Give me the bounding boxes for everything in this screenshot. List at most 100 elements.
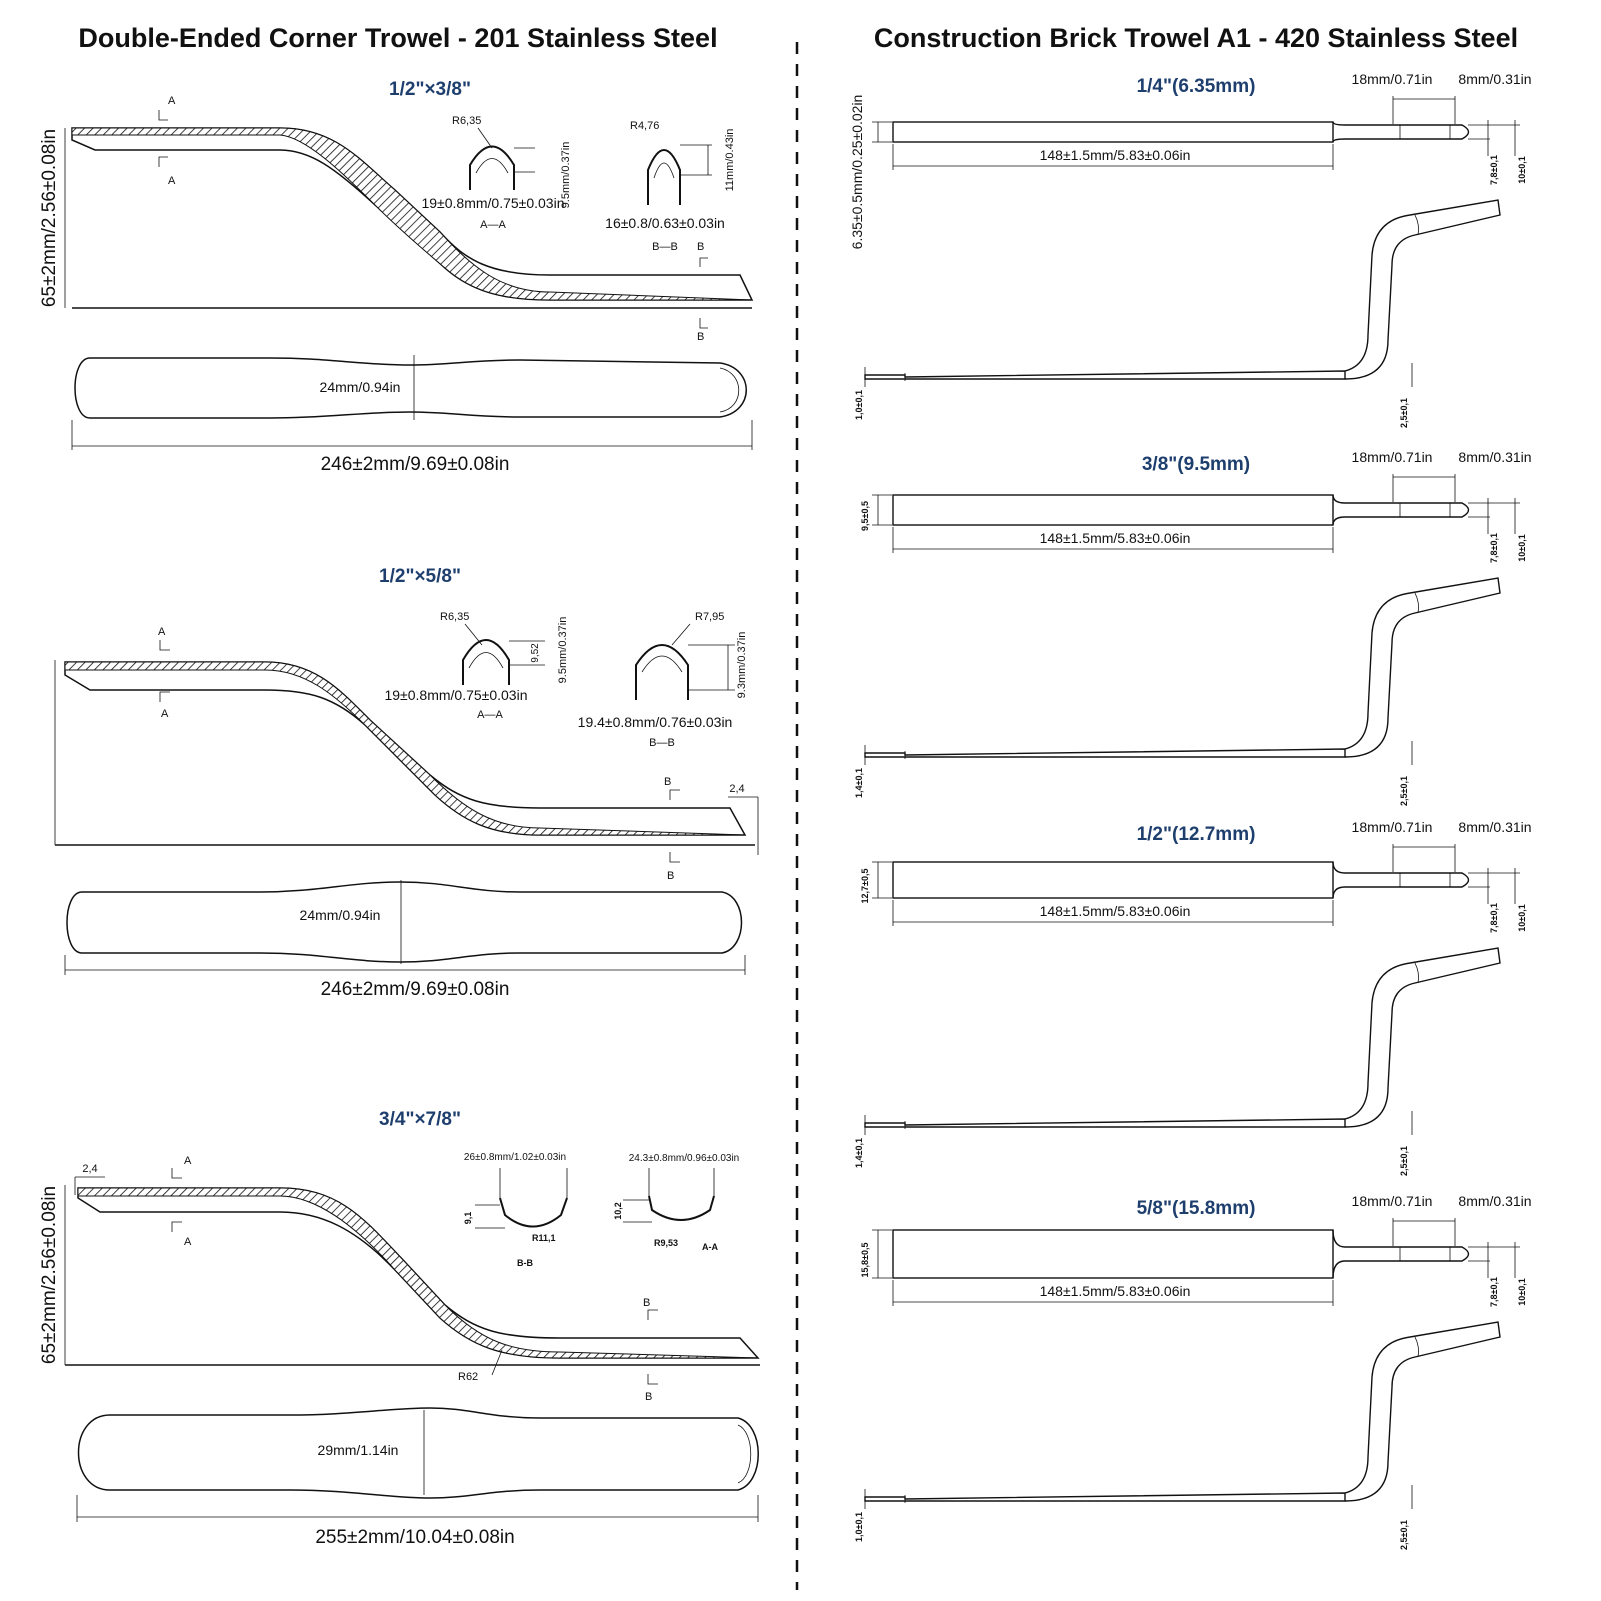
corner-trowel-2-mark-b-top: B <box>664 776 671 788</box>
brick-trowels: 1/4"(6.35mm) 6.35±0.5mm/0.25±0.02in 148±1.… <box>849 71 1532 1550</box>
corner-trowel-3-top-view <box>77 1407 759 1499</box>
corner-trowel-3-width: 29mm/1.14in <box>318 1442 399 1458</box>
corner-trowel-3-section-b-shape <box>499 1197 568 1228</box>
corner-trowel-2-section-a-name: A—A <box>477 709 503 721</box>
brick-trowel-4-tip-plan <box>1332 1229 1470 1279</box>
right-title: Construction Brick Trowel A1 - 420 Stain… <box>874 23 1518 53</box>
corner-trowel-1-section-b-height: 11mm/0.43in <box>724 129 736 192</box>
brick-trowel-3: 1/2"(12.7mm)12,7±0,5148±1.5mm/5.83±0.06i… <box>854 819 1532 1176</box>
corner-trowel-2-section-a-radius: R6,35 <box>440 611 469 623</box>
corner-trowel-3-mark-b-bottom: B <box>645 1391 652 1403</box>
corner-trowel-3-hatched-section <box>77 1187 759 1359</box>
corner-trowel-2-mark-b-bottom: B <box>667 870 674 882</box>
brick-trowel-1-width: 6.35±0.5mm/0.25±0.02in <box>849 95 865 250</box>
brick-trowel-2-handle-side <box>1344 577 1501 758</box>
brick-trowel-2-tip-radius: 8mm/0.31in <box>1458 449 1531 465</box>
brick-trowel-1-tip-plan <box>1332 121 1470 143</box>
corner-trowel-1-mark-b-bottom: B <box>697 331 704 343</box>
corner-trowel-3-size: 3/4"×7/8" <box>379 1109 461 1130</box>
brick-trowel-1-length: 148±1.5mm/5.83±0.06in <box>1040 147 1191 163</box>
brick-trowel-2-tip-height: 7,8±0,1 <box>1489 533 1499 563</box>
brick-trowel-4-blade-height: 10±0,1 <box>1517 1278 1527 1305</box>
brick-trowel-3-blade-height: 10±0,1 <box>1517 904 1527 931</box>
brick-trowel-1-handle-thickness: 2,5±0,1 <box>1399 398 1409 428</box>
brick-trowel-3-blade-thickness: 1,4±0,1 <box>854 1138 864 1168</box>
corner-trowel-1: 1/2"×3/8" 65±2mm/2.56±0.08in A A B B R6,… <box>39 79 754 475</box>
corner-trowel-1-section-b-radius: R4,76 <box>630 120 659 132</box>
brick-trowel-2-blade-side <box>864 748 1346 758</box>
corner-trowel-1-width: 24mm/0.94in <box>320 379 401 395</box>
brick-trowel-4-blade-plan <box>892 1229 1334 1279</box>
corner-trowel-2-section-b-name: B—B <box>649 737 675 749</box>
brick-trowel-4-size: 5/8"(15.8mm) <box>1137 1198 1256 1219</box>
corner-trowel-3: 3/4"×7/8" 65±2mm/2.56±0.08in 2,4 R62 A A… <box>39 1109 760 1548</box>
brick-trowel-3-handle-side <box>1344 947 1501 1128</box>
brick-trowel-3-tip-plan <box>1332 861 1470 899</box>
corner-trowel-1-size: 1/2"×3/8" <box>389 79 471 100</box>
corner-trowel-2-section-a-shape <box>462 639 510 685</box>
corner-trowel-1-hatched-section <box>71 127 753 301</box>
corner-trowel-3-bend-radius: R62 <box>458 1371 478 1383</box>
corner-trowel-3-mark-a-top: A <box>184 1155 192 1167</box>
corner-trowel-2-section-a-width: 19±0.8mm/0.75±0.03in <box>384 687 527 703</box>
brick-trowel-2: 3/8"(9.5mm)9,5±0,5148±1.5mm/5.83±0.06in1… <box>854 449 1532 806</box>
brick-trowel-1-blade-height: 10±0,1 <box>1517 156 1527 183</box>
corner-trowel-1-section-b-width: 16±0.8/0.63±0.03in <box>605 215 725 231</box>
corner-trowel-2-width: 24mm/0.94in <box>300 907 381 923</box>
corner-trowel-3-section-b-width: 26±0.8mm/1.02±0.03in <box>464 1152 566 1163</box>
corner-trowel-1-mark-a-top: A <box>168 95 176 107</box>
brick-trowel-3-blade-side <box>864 1118 1346 1128</box>
brick-trowel-2-blade-height: 10±0,1 <box>1517 534 1527 561</box>
brick-trowel-4-length: 148±1.5mm/5.83±0.06in <box>1040 1283 1191 1299</box>
corner-trowel-2-size: 1/2"×5/8" <box>379 566 461 587</box>
brick-trowel-3-tip-radius: 8mm/0.31in <box>1458 819 1531 835</box>
corner-trowel-2-mark-a-top: A <box>158 626 166 638</box>
corner-trowel-3-section-a-height: 10,2 <box>613 1202 623 1220</box>
brick-trowel-1-blade-thickness: 1,0±0,1 <box>854 390 864 420</box>
corner-trowel-1-mark-a-bottom: A <box>168 175 176 187</box>
brick-trowel-4-handle-side <box>1344 1321 1501 1502</box>
brick-trowel-1-tip-radius: 8mm/0.31in <box>1458 71 1531 87</box>
corner-trowel-3-section-a-radius: R9,53 <box>654 1238 678 1248</box>
brick-trowel-2-handle-thickness: 2,5±0,1 <box>1399 776 1409 806</box>
corner-trowel-2-section-b-width: 19.4±0.8mm/0.76±0.03in <box>578 714 733 730</box>
corner-trowel-2-top-view <box>66 881 743 963</box>
corner-trowel-3-mark-b-top: B <box>643 1297 650 1309</box>
corner-trowel-3-section-b-height: 9,1 <box>463 1212 473 1225</box>
corner-trowel-2-mark-a-bottom: A <box>161 708 169 720</box>
corner-trowel-3-section-a-shape <box>648 1195 715 1221</box>
corner-trowel-3-section-b-radius: R11,1 <box>532 1233 556 1243</box>
corner-trowel-1-section-a-shape <box>469 145 515 190</box>
brick-trowel-3-tip-length: 18mm/0.71in <box>1352 819 1433 835</box>
corner-trowel-3-section-a-name: A-A <box>702 1242 718 1252</box>
corner-trowel-2-section-a-inner: 9,52 <box>530 643 541 663</box>
brick-trowel-1-size: 1/4"(6.35mm) <box>1137 76 1256 97</box>
corner-trowel-3-section-a-width: 24.3±0.8mm/0.96±0.03in <box>629 1153 740 1164</box>
brick-trowel-1-blade-plan <box>892 121 1334 143</box>
left-title: Double-Ended Corner Trowel - 201 Stainle… <box>78 23 717 53</box>
brick-trowel-1-tip-length: 18mm/0.71in <box>1352 71 1433 87</box>
brick-trowel-2-tip-plan <box>1332 494 1470 526</box>
corner-trowel-1-top-view <box>74 357 747 419</box>
brick-trowel-4-blade-side <box>864 1492 1346 1502</box>
brick-trowel-3-width: 12,7±0,5 <box>860 869 870 904</box>
corner-trowel-2-section-a-height: 9.5mm/0.37in <box>557 617 569 684</box>
corner-trowel-1-section-b-name: B—B <box>652 241 678 253</box>
brick-trowel-1-blade-side <box>864 370 1346 380</box>
brick-trowel-1-tip-height: 7,8±0,1 <box>1489 155 1499 185</box>
brick-trowel-4-handle-thickness: 2,5±0,1 <box>1399 1520 1409 1550</box>
brick-trowel-2-tip-length: 18mm/0.71in <box>1352 449 1433 465</box>
corner-trowel-2: 1/2"×5/8" 2,4 A A B B R6,35 9,52 9.5mm/0… <box>54 566 759 1000</box>
corner-trowel-3-tip: 2,4 <box>82 1163 97 1175</box>
brick-trowel-1-handle-side <box>1344 199 1501 380</box>
corner-trowel-1-height: 65±2mm/2.56±0.08in <box>39 129 60 307</box>
corner-trowel-1-mark-b-top: B <box>697 241 704 253</box>
brick-trowel-4-tip-height: 7,8±0,1 <box>1489 1277 1499 1307</box>
brick-trowel-2-width: 9,5±0,5 <box>860 501 870 531</box>
corner-trowel-3-section-b-name: B-B <box>517 1258 533 1268</box>
corner-trowel-1-section-a-name: A—A <box>480 219 506 231</box>
brick-trowel-4-blade-thickness: 1,0±0,1 <box>854 1512 864 1542</box>
corner-trowel-2-tip: 2,4 <box>729 783 744 795</box>
brick-trowel-2-length: 148±1.5mm/5.83±0.06in <box>1040 530 1191 546</box>
brick-trowel-4-tip-radius: 8mm/0.31in <box>1458 1193 1531 1209</box>
